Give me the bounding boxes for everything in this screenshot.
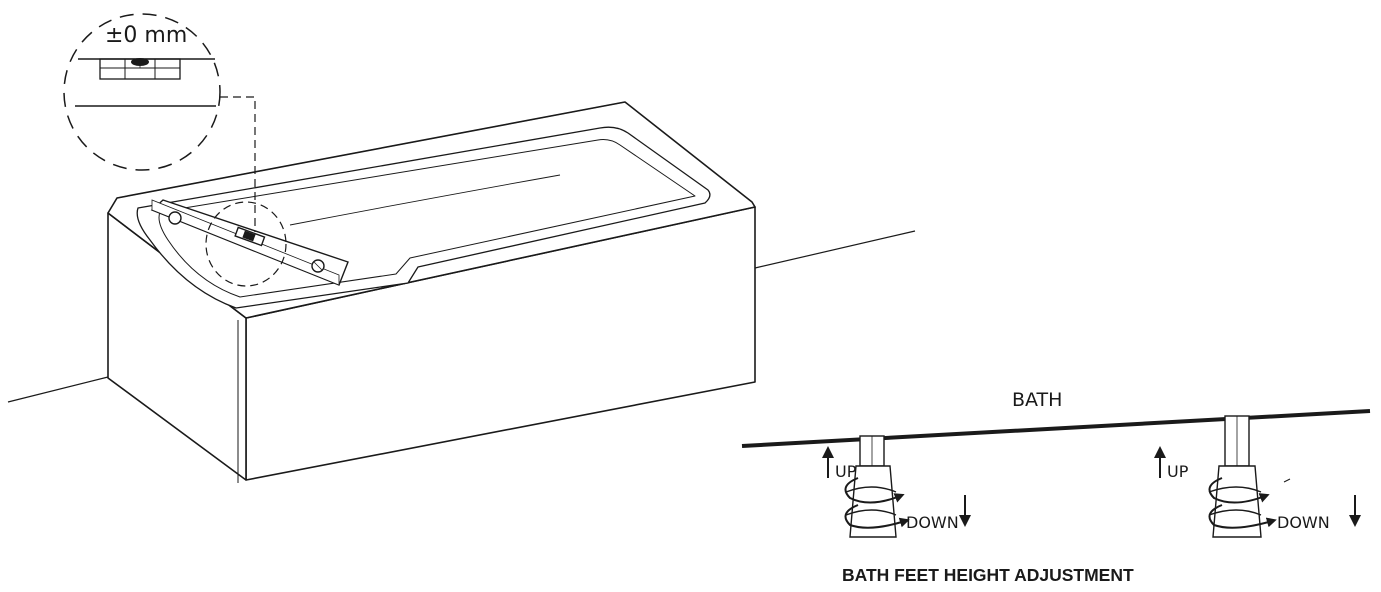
right-down-label: DOWN <box>1277 513 1330 532</box>
left-bath-foot <box>844 435 910 538</box>
level-reading: ±0 mm <box>105 23 187 48</box>
floor-lines <box>7 230 916 403</box>
rotate-arrow-icon <box>1208 477 1270 504</box>
bath-underside-line <box>741 409 1371 448</box>
level-zoom-detail <box>63 13 221 171</box>
rotate-arrow-icon <box>1208 504 1277 529</box>
magnifier-callout-icon <box>205 96 287 287</box>
bath-feet-detail: BATH UP DOWN UP DOWN BATH FEET HEIGHT AD… <box>741 389 1371 585</box>
bath-label: BATH <box>1012 389 1062 411</box>
right-up-label: UP <box>1167 462 1189 481</box>
bath-tub <box>107 101 756 483</box>
right-bath-foot <box>1208 415 1291 538</box>
left-up-label: UP <box>835 462 857 481</box>
figure-caption: BATH FEET HEIGHT ADJUSTMENT <box>842 565 1134 585</box>
left-down-label: DOWN <box>906 513 959 532</box>
rotate-arrow-icon <box>844 477 905 504</box>
spirit-level-icon <box>150 199 349 286</box>
rotate-arrow-icon <box>844 504 910 529</box>
